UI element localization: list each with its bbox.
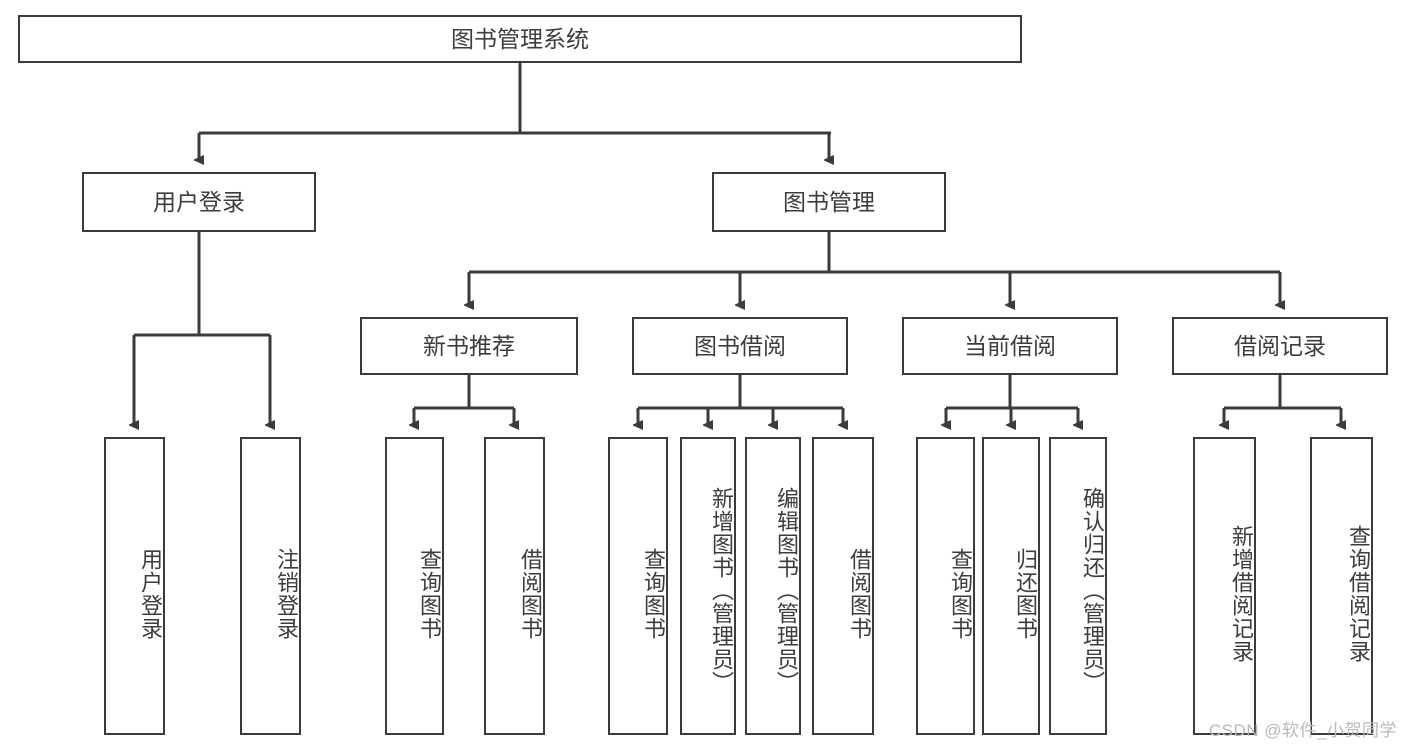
leaf-query-borrow-record[interactable]: 查询借阅记录 <box>1310 437 1373 735</box>
node-borrow-record[interactable]: 借阅记录 <box>1172 317 1388 375</box>
leaf-confirm-return-admin[interactable]: 确认归还（管理员） <box>1049 437 1107 735</box>
node-current-borrow[interactable]: 当前借阅 <box>902 317 1118 375</box>
node-book-borrow[interactable]: 图书借阅 <box>632 317 848 375</box>
node-book-management[interactable]: 图书管理 <box>712 172 946 232</box>
leaf-borrow-book-recommend[interactable]: 借阅图书 <box>484 437 545 735</box>
watermark-credit: CSDN @软件_小贺同学 <box>1208 721 1397 740</box>
node-user-login[interactable]: 用户登录 <box>82 172 316 232</box>
node-root-system[interactable]: 图书管理系统 <box>18 15 1022 63</box>
leaf-query-book-current[interactable]: 查询图书 <box>916 437 975 735</box>
leaf-edit-book-admin[interactable]: 编辑图书（管理员） <box>745 437 801 735</box>
leaf-borrow-book[interactable]: 借阅图书 <box>812 437 874 735</box>
leaf-add-book-admin[interactable]: 新增图书（管理员） <box>680 437 736 735</box>
leaf-query-book-recommend[interactable]: 查询图书 <box>385 437 444 735</box>
node-new-book-recommend[interactable]: 新书推荐 <box>360 317 578 375</box>
leaf-logout[interactable]: 注销登录 <box>240 437 301 735</box>
leaf-add-borrow-record[interactable]: 新增借阅记录 <box>1193 437 1256 735</box>
leaf-query-book-borrow[interactable]: 查询图书 <box>608 437 668 735</box>
leaf-user-login[interactable]: 用户登录 <box>104 437 165 735</box>
leaf-return-book[interactable]: 归还图书 <box>982 437 1040 735</box>
